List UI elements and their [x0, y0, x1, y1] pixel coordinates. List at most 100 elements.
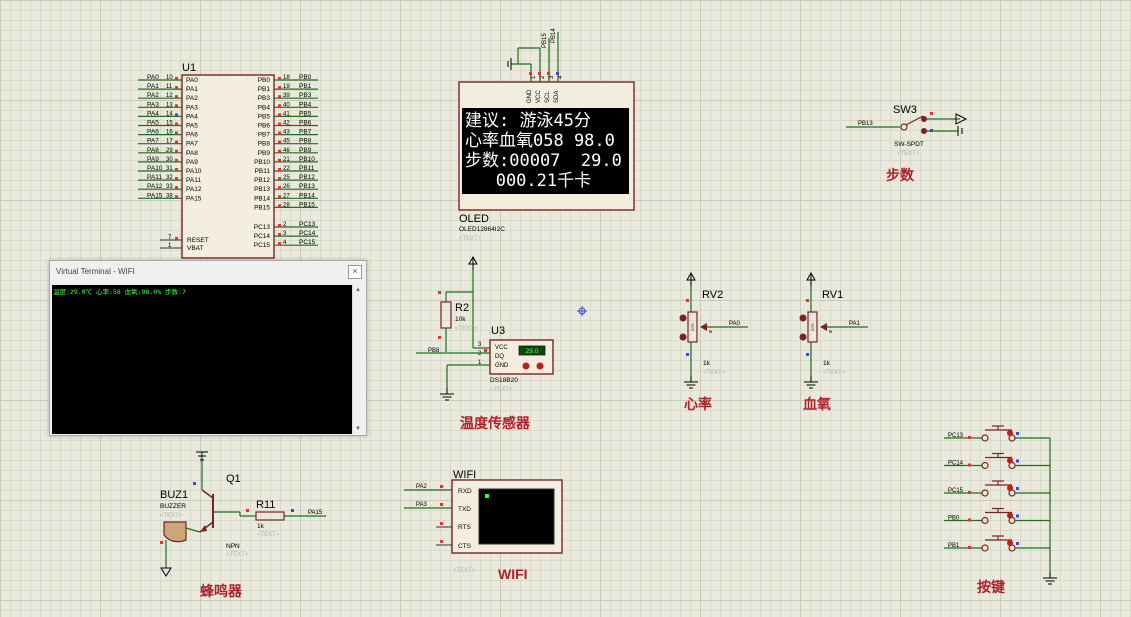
oled-net-pb14: PB14	[551, 28, 557, 43]
u1-pin-pa1: PA1	[186, 86, 198, 93]
u1-pin-pb13: PB13	[254, 186, 270, 193]
u3-net: PB8	[428, 348, 440, 354]
u1-net-pb15: PB15	[299, 201, 315, 208]
u1-pin-num-45: 45	[283, 139, 290, 145]
key-net-pc13: PC13	[948, 433, 964, 439]
u1-pin-reset: RESET	[187, 237, 209, 244]
u1-pin-num-12: 12	[166, 93, 173, 99]
r2-ref: R2	[455, 302, 469, 314]
oled-pin-sda: SDA	[554, 91, 560, 103]
oled-pin-num-3: 3	[549, 75, 555, 79]
u1-net-pa1: PA1	[147, 83, 159, 90]
close-button[interactable]: ×	[348, 265, 362, 279]
terminal-screen[interactable]: 温度:29.0℃ 心率:58 血氧:98.0% 步数:7	[52, 285, 353, 434]
oled-line-3: 步数:00007 29.0	[465, 151, 622, 171]
potentiometer-rv2[interactable]: 50% PA0 RV2 1k <TEXT> 心率	[679, 272, 749, 412]
switch-sw3[interactable]: SW3 PB13 SW-SPDT <TEXT> 步数	[846, 104, 968, 183]
u1-pin-pc13: PC13	[254, 224, 271, 231]
temperature-sensor-group[interactable]: R2 10k <TEXT> U3 29.0 VCC DQ GND 3 2 1 P…	[416, 256, 554, 431]
key-net-pb1: PB1	[948, 543, 960, 549]
terminal-output: 温度:29.0℃ 心率:58 血氧:98.0% 步数:7	[53, 288, 186, 296]
u1-net-pb11: PB11	[299, 165, 315, 172]
u1-net-pb1: PB1	[299, 83, 312, 90]
sw3-text: <TEXT>	[897, 151, 920, 157]
buzzer-caption: 蜂鸣器	[200, 583, 243, 599]
virtual-terminal-window[interactable]: Virtual Terminal - WIFI × 温度:29.0℃ 心率:58…	[49, 260, 367, 436]
u1-net-pc15: PC15	[299, 239, 316, 246]
u1-pin-pb10: PB10	[254, 159, 270, 166]
u1-net-pa8: PA8	[147, 147, 159, 154]
key-button-pc14[interactable]	[983, 452, 1015, 470]
r2-body[interactable]	[440, 301, 452, 329]
u1-net-pc13: PC13	[299, 221, 316, 228]
key-button-pc13[interactable]	[983, 424, 1015, 442]
u3-pin-vcc: VCC	[495, 345, 508, 351]
wifi-net-pa2: PA2	[416, 484, 428, 490]
buzzer-ref: BUZ1	[160, 489, 188, 501]
oled-line-4: 000.21千卡	[465, 171, 592, 191]
u1-pin-num-14: 14	[166, 111, 173, 117]
scroll-down-icon[interactable]: ▼	[355, 426, 361, 432]
rv1-value: 1k	[823, 360, 831, 367]
q1-part: NPN	[226, 543, 240, 550]
wifi-pin-rxd: RXD	[458, 488, 472, 495]
potentiometer-rv1[interactable]: 50% PA1 RV1 1k <TEXT> 血氧	[799, 272, 869, 412]
oled-display[interactable]: 1 2 3 4 GND VCC SCL SDA PB15 PB14 OLED O…	[458, 28, 635, 242]
u3-part: DS18B20	[490, 377, 518, 384]
u1-net-pa4: PA4	[147, 110, 159, 117]
scroll-up-icon[interactable]: ▲	[355, 287, 361, 293]
origin-marker	[577, 306, 587, 316]
q1-ref: Q1	[226, 473, 241, 485]
key-button-pc15[interactable]	[983, 479, 1015, 497]
key-button-pb0[interactable]	[983, 507, 1015, 525]
u1-pin-pb11: PB11	[255, 168, 271, 175]
u1-pin-num-2: 2	[283, 222, 287, 228]
key-button-pb1[interactable]	[983, 534, 1015, 552]
rv2-value: 1k	[703, 360, 711, 367]
buzzer-circuit[interactable]: PA15 R11 1k <TEXT> Q1 NPN <TEXT> BUZ1 BU…	[160, 451, 326, 599]
oled-screen	[462, 108, 629, 194]
u1-pin-num-41: 41	[283, 111, 290, 117]
u1-pin-num-40: 40	[283, 102, 290, 108]
u1-pin-num-31: 31	[166, 166, 173, 172]
u1-body[interactable]	[181, 74, 275, 259]
sw3-net: PB13	[858, 121, 873, 127]
sw3-part: SW-SPDT	[894, 141, 924, 148]
buzzer-body[interactable]	[163, 521, 187, 543]
wifi-module[interactable]: WIFI RXD TXD RTS CTS PA2 PA3 <TEXT> WIFI	[404, 469, 563, 582]
u1-pin-num-21: 21	[283, 157, 290, 163]
u1-pin-pb0: PB0	[258, 77, 271, 84]
sw3-ref: SW3	[893, 104, 917, 116]
wifi-pin-txd: TXD	[458, 506, 471, 513]
u1-pin-num-26: 26	[283, 184, 290, 190]
oled-part: OLED12864I2C	[459, 226, 505, 233]
u1-pin-pa15: PA15	[186, 195, 202, 202]
u1-pin-pb1: PB1	[258, 86, 271, 93]
buzzer-part: BUZZER	[160, 503, 186, 510]
rv1-caption: 血氧	[803, 396, 831, 412]
rv2-ref: RV2	[702, 289, 723, 301]
u1-pin-num-32: 32	[166, 175, 173, 181]
u1-pin-pa2: PA2	[186, 95, 198, 102]
oled-ref: OLED	[459, 213, 489, 225]
u1-pin-num-39: 39	[283, 93, 290, 99]
terminal-scrollbar[interactable]: ▲ ▼	[352, 285, 364, 434]
u1-pin-vbat: VBAT	[187, 245, 204, 252]
u1-pin-num-11: 11	[166, 84, 173, 90]
u3-caption: 温度传感器	[460, 415, 531, 431]
u1-pin-num-33: 33	[166, 184, 173, 190]
key-net-pc14: PC14	[948, 461, 964, 467]
u1-pin-num-38: 38	[166, 193, 173, 199]
u1-net-pa0: PA0	[147, 74, 159, 81]
u1-net-pa6: PA6	[147, 129, 159, 136]
u1-net-pa3: PA3	[147, 101, 159, 108]
u1-pin-num-19: 19	[283, 84, 290, 90]
u1-net-pb10: PB10	[299, 156, 315, 163]
u1-net-pa12: PA12	[147, 183, 163, 190]
u1-pin-num-16: 16	[166, 130, 173, 136]
oled-pin-num-4: 4	[558, 75, 564, 79]
u1-pin-num-4: 4	[283, 240, 287, 246]
